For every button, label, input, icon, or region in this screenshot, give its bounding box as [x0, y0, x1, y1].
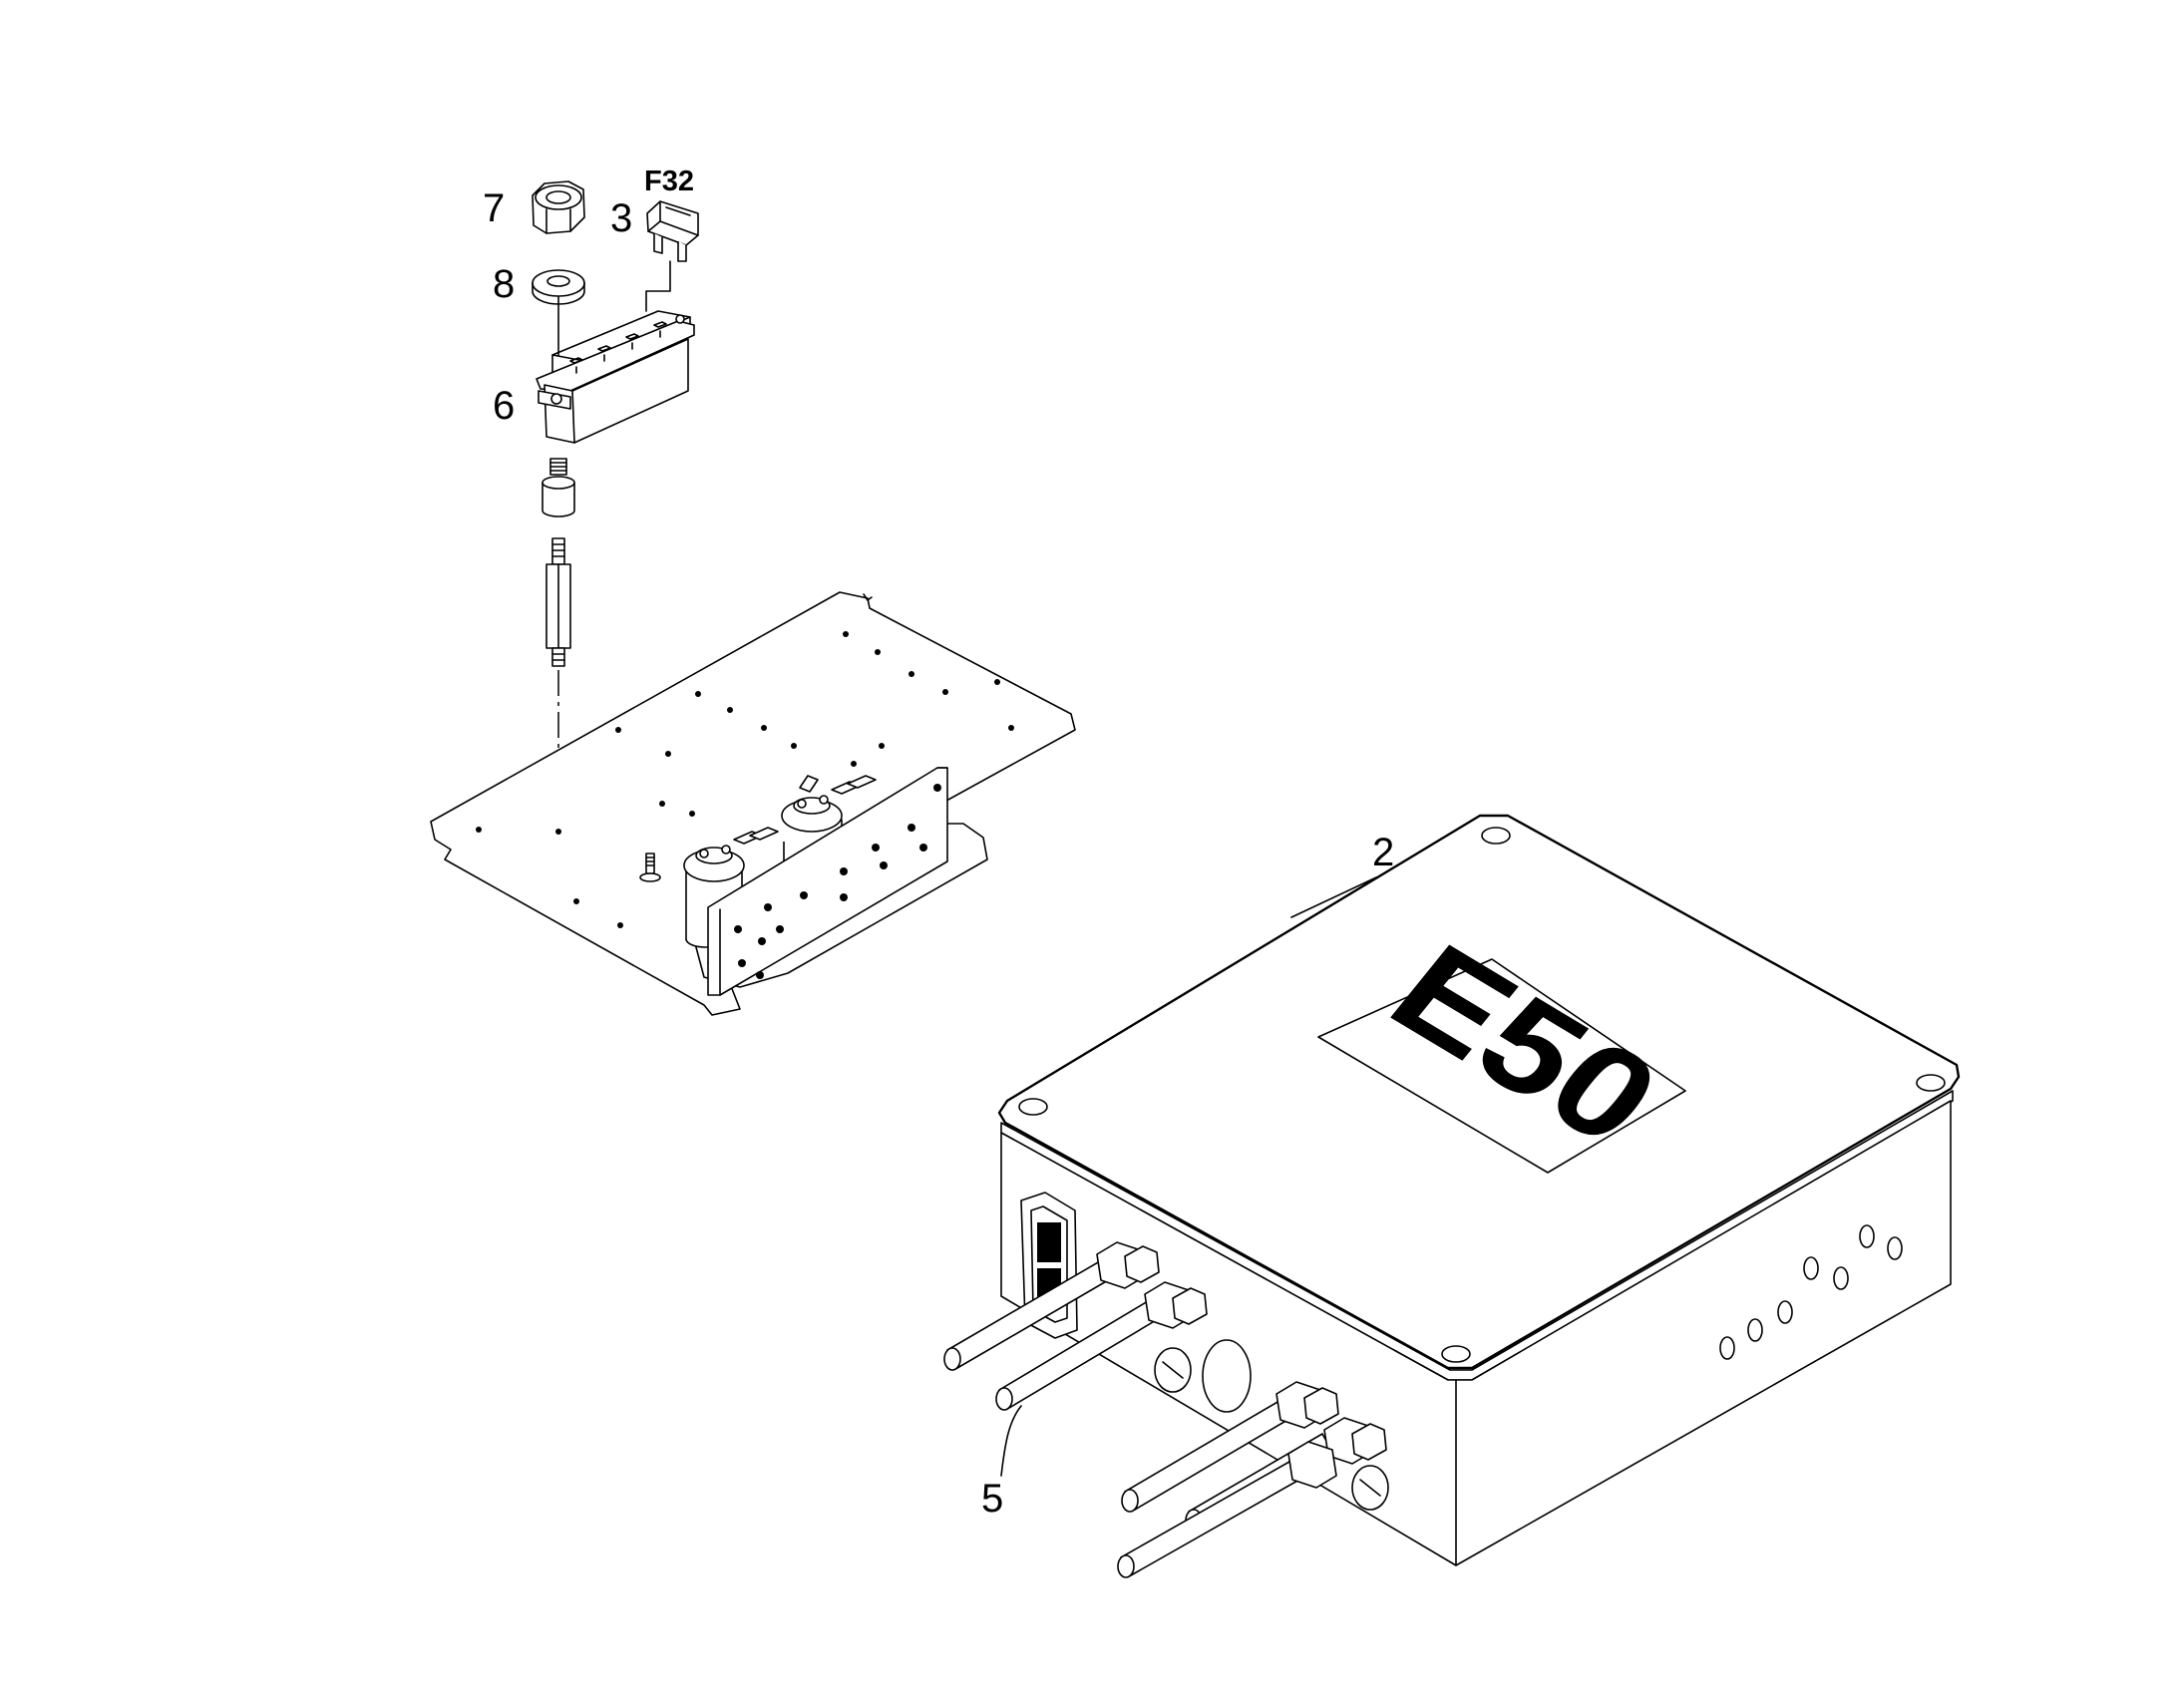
- box-label-plate: [1317, 958, 1686, 1174]
- cable-1: [943, 1241, 1160, 1371]
- leader-line-box: [1290, 876, 1377, 918]
- fuse-reference-label: F32: [644, 166, 694, 197]
- callout-control-box: 2: [1372, 831, 1394, 874]
- standoff-part: [545, 537, 571, 667]
- mounting-plate-part: [430, 591, 1076, 1016]
- cable-5: [1117, 1441, 1337, 1578]
- blade-fuse-part: [646, 200, 699, 262]
- callout-fuse-holder: 6: [493, 384, 515, 428]
- spacer-part: [542, 458, 575, 517]
- callout-nut: 7: [483, 186, 505, 230]
- cable-3: [1121, 1381, 1339, 1513]
- washer-part: [532, 269, 585, 305]
- callout-fuse: 3: [610, 196, 632, 240]
- callout-cable: 5: [981, 1477, 1003, 1521]
- callout-washer: 8: [493, 262, 515, 306]
- fuse-leader: [645, 260, 671, 312]
- control-box-part: E50: [997, 814, 1961, 1566]
- fuse-holder-part: [536, 310, 695, 444]
- cable-2: [995, 1281, 1208, 1411]
- leader-line-cable: [1000, 1405, 1022, 1477]
- hex-nut-part: [532, 180, 585, 234]
